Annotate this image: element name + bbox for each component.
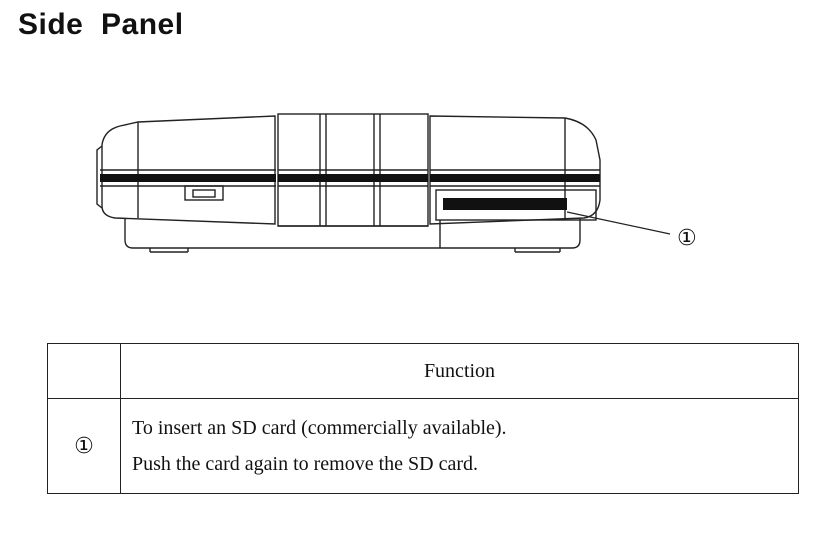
description-line: To insert an SD card (commercially avail… <box>132 417 507 439</box>
table-row: ① To insert an SD card (commercially ava… <box>47 398 799 494</box>
description-line: Push the card again to remove the SD car… <box>132 453 479 475</box>
device-side-view-diagram <box>96 113 671 253</box>
header-function-cell: Function <box>120 343 799 399</box>
table-header-row: Function <box>47 343 799 399</box>
function-table: Function ① To insert an SD card (commerc… <box>47 343 799 494</box>
page-title: Side Panel <box>18 8 184 41</box>
callout-label-1: ① <box>677 226 697 251</box>
row-description-cell: To insert an SD card (commercially avail… <box>120 398 799 494</box>
sd-card-slot <box>443 198 567 210</box>
header-number-cell <box>47 343 121 399</box>
row-number-cell: ① <box>47 398 121 494</box>
